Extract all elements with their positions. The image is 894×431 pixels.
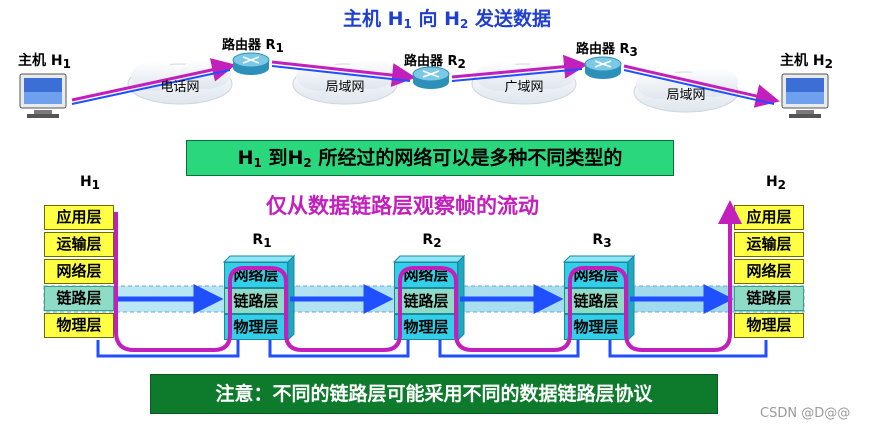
h1-transport-layer: 运输层 xyxy=(44,232,114,257)
host-h1-label: 主机 H1 xyxy=(18,53,71,71)
h1-link-layer: 链路层 xyxy=(44,286,114,311)
computer-h2-icon xyxy=(781,73,829,118)
computer-h1-icon xyxy=(19,73,67,118)
r2-network-layer: 网络层 xyxy=(394,262,458,288)
section-title: 仅从数据链路层观察帧的流动 xyxy=(266,194,539,218)
host-h2-label: 主机 H2 xyxy=(780,53,833,71)
r3-network-layer: 网络层 xyxy=(564,262,628,288)
r3-physical-layer: 物理层 xyxy=(564,314,628,340)
physical-links xyxy=(96,340,768,358)
cloud-label-lan-1: 局域网 xyxy=(325,80,365,95)
h1-physical-layer: 物理层 xyxy=(44,313,114,338)
h2-link-layer: 链路层 xyxy=(734,286,804,311)
stack-r2-label: R2 xyxy=(422,232,442,250)
router-r3-label: 路由器 R3 xyxy=(576,42,638,59)
watermark: CSDN @D@@ xyxy=(760,406,851,421)
h2-transport-layer: 运输层 xyxy=(734,232,804,257)
r2-physical-layer: 物理层 xyxy=(394,314,458,340)
h2-network-layer: 网络层 xyxy=(734,259,804,284)
r1-link-layer: 链路层 xyxy=(224,288,288,314)
router-r2-icon xyxy=(412,66,450,89)
r3-link-layer: 链路层 xyxy=(564,288,628,314)
router-r1-label: 路由器 R1 xyxy=(222,38,284,55)
top-path xyxy=(71,54,780,108)
h2-physical-layer: 物理层 xyxy=(734,313,804,338)
r2-link-layer: 链路层 xyxy=(394,288,458,314)
h2-application-layer: 应用层 xyxy=(734,205,804,230)
h1-application-layer: 应用层 xyxy=(44,205,114,230)
networks-note: H1 到H2 所经过的网络可以是多种不同类型的 xyxy=(186,140,674,176)
page-title: 主机 H1 向 H2 发送数据 xyxy=(342,8,551,31)
stack-h1-label: H1 xyxy=(79,174,101,192)
stack-r1-label: R1 xyxy=(252,232,272,250)
cloud-label-phone: 电话网 xyxy=(160,80,200,95)
router-r2-label: 路由器 R2 xyxy=(404,54,466,71)
router-r3-icon xyxy=(584,56,622,79)
top-path-shadow xyxy=(71,65,775,105)
protocol-note: 注意：不同的链路层可能采用不同的数据链路层协议 xyxy=(150,374,718,414)
cloud-label-wan: 广域网 xyxy=(504,80,544,95)
h1-network-layer: 网络层 xyxy=(44,259,114,284)
stack-r3-label: R3 xyxy=(592,232,612,250)
cloud-label-lan-2: 局域网 xyxy=(666,88,706,103)
r1-network-layer: 网络层 xyxy=(224,262,288,288)
r1-physical-layer: 物理层 xyxy=(224,314,288,340)
stack-h2-label: H2 xyxy=(765,174,787,192)
router-r1-icon xyxy=(232,52,270,75)
